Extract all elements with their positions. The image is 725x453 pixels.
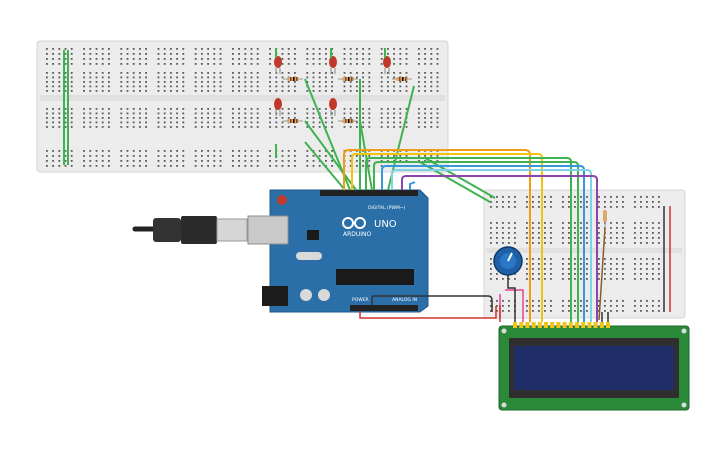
breadboard-center-channel [40, 95, 445, 101]
wire-orange[interactable] [343, 149, 531, 322]
lcd-pin [562, 322, 567, 328]
lcd-pin [537, 322, 542, 328]
wire-gnd-to-small-bb-2[interactable] [419, 161, 491, 203]
lcd-pin [587, 322, 592, 328]
power-jack [262, 286, 288, 306]
power-wires [359, 275, 609, 322]
lcd-data-wires [343, 149, 598, 322]
resistor-3[interactable] [392, 77, 412, 81]
digital-header [320, 190, 418, 196]
lcd-pin [593, 322, 598, 328]
digital-header-label: DIGITAL (PWM~) [368, 205, 406, 211]
lcd-pin [606, 322, 610, 328]
wire-light-blue[interactable] [391, 169, 592, 322]
wire-blue[interactable] [381, 165, 585, 322]
breadboard-holes [46, 48, 439, 167]
wire-led-4[interactable] [304, 120, 357, 191]
led-5[interactable] [329, 98, 337, 116]
lcd-screen [514, 346, 674, 390]
analog-power-header [350, 305, 418, 311]
wire-led-5[interactable] [359, 120, 373, 191]
wire-led-gnd[interactable] [304, 141, 346, 191]
brown-wire[interactable] [598, 227, 606, 321]
capacitor-2 [318, 289, 330, 301]
wire-5v-red[interactable] [359, 306, 497, 319]
led-group [274, 56, 391, 116]
lcd-pin [544, 322, 548, 328]
usb-cable[interactable] [132, 216, 248, 244]
resistor-5[interactable] [338, 119, 358, 123]
lcd-pin [556, 322, 561, 328]
arduino-board[interactable]: ARDUINO UNO DIGITAL (PWM~) POWER ANALOG … [247, 189, 429, 313]
reset-button[interactable] [277, 195, 287, 205]
wire-gnd-black[interactable] [371, 295, 493, 312]
small-breadboard-holes [490, 196, 660, 312]
analog-header-label: ANALOG IN [392, 297, 417, 303]
arduino-brand-label: ARDUINO [343, 231, 372, 238]
resistor-group [283, 77, 412, 123]
lcd-pin [513, 322, 517, 328]
wire-green-lcd-1[interactable] [365, 157, 572, 322]
arduino-model-label: UNO [374, 219, 397, 230]
lcd-pin [599, 322, 604, 328]
resistor-2[interactable] [338, 77, 358, 81]
led-2[interactable] [329, 56, 337, 74]
lcd-pin [568, 322, 573, 328]
wire-purple[interactable] [401, 175, 598, 322]
led-4[interactable] [274, 98, 282, 116]
usb-chip [307, 230, 319, 240]
wire-green-lcd-2[interactable] [373, 161, 579, 322]
resistor-4[interactable] [283, 119, 303, 123]
wire-yellow[interactable] [351, 153, 543, 322]
potentiometer[interactable] [493, 246, 523, 276]
capacitor-1 [300, 289, 312, 301]
arduino-logo [342, 217, 366, 229]
main-breadboard[interactable] [36, 40, 449, 173]
wire-blue-short[interactable] [409, 181, 416, 190]
lcd-pin [519, 322, 524, 328]
wire-pot-black[interactable] [507, 275, 516, 322]
usb-port [247, 215, 289, 245]
lcd-pin [575, 322, 579, 328]
lcd-pin [550, 322, 555, 328]
lcd-backlight-resistor[interactable] [603, 210, 607, 222]
atmega-chip [336, 269, 414, 285]
lcd-pin [531, 322, 536, 328]
lcd-module[interactable] [498, 322, 690, 411]
led-signal-wires [304, 78, 496, 203]
led-3[interactable] [383, 56, 391, 74]
power-header-label: POWER [352, 297, 369, 303]
lcd-pin-header [513, 322, 610, 328]
lcd-pin [525, 322, 530, 328]
resistor-1[interactable] [283, 77, 303, 81]
lcd-pin [581, 322, 586, 328]
wire-gnd-to-small-bb-1[interactable] [424, 157, 496, 199]
crystal [296, 252, 322, 260]
led-1[interactable] [274, 56, 282, 74]
